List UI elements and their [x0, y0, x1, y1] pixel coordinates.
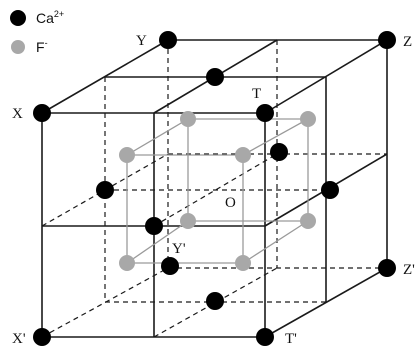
label-z: Z [403, 34, 412, 50]
ca-ion-face-y-prime [161, 257, 179, 275]
legend-ca-marker [10, 10, 26, 26]
ca-ion-face-back [270, 143, 288, 161]
label-t: T [252, 86, 261, 102]
inner-top-right [242, 118, 309, 156]
inner-bottom-right [242, 220, 309, 264]
legend-f-charge: - [45, 38, 48, 48]
legend-f-label: F- [36, 38, 48, 55]
ca-ion-corner-z [378, 31, 396, 49]
label-z-prime: Z' [403, 262, 415, 278]
label-x: X [12, 106, 23, 122]
f-ion [119, 255, 135, 271]
label-y-prime: Y' [172, 241, 186, 257]
ca-ion-face-right [321, 181, 339, 199]
ca-ion-face-left [96, 181, 114, 199]
f-ion [235, 147, 251, 163]
ca-ion-face-front [145, 217, 163, 235]
f-ion [300, 213, 316, 229]
legend-f-marker [11, 40, 25, 54]
ca-ion-corner-x [33, 104, 51, 122]
f-ion [235, 255, 251, 271]
vertex-labels: Y Z X T O Y' Z' X' T' [12, 33, 415, 347]
label-t-prime: T' [285, 331, 297, 347]
ca-ion-corner-y [159, 31, 177, 49]
legend-ca-charge: 2+ [54, 9, 64, 19]
label-y: Y [136, 33, 147, 49]
fluoride-ions [119, 111, 316, 271]
inner-bottom-left [126, 220, 189, 264]
legend: Ca2+ F- [10, 9, 64, 55]
ca-ion-corner-tprime [256, 328, 274, 346]
ca-ion-corner-t [256, 104, 274, 122]
hidden-bottom-mid-line-b [153, 267, 278, 338]
f-ion [119, 147, 135, 163]
legend-ca-ion: Ca [36, 10, 54, 26]
label-x-prime: X' [12, 331, 26, 347]
ca-ion-face-bottom [206, 292, 224, 310]
legend-f-ion: F [36, 39, 45, 55]
ca-ion-corner-xprime [33, 328, 51, 346]
legend-ca-label: Ca2+ [36, 9, 64, 26]
ca-ion-face-top [206, 68, 224, 86]
f-ion [300, 111, 316, 127]
ca-ion-corner-zprime [378, 259, 396, 277]
f-ion [180, 213, 196, 229]
inner-fluoride-cube [126, 118, 309, 264]
label-o: O [225, 195, 236, 211]
inner-top-left [126, 118, 189, 156]
calcium-ions [33, 31, 396, 346]
f-ion [180, 111, 196, 127]
hidden-center-diag [153, 153, 278, 227]
hidden-edge-back-diag [41, 267, 169, 338]
